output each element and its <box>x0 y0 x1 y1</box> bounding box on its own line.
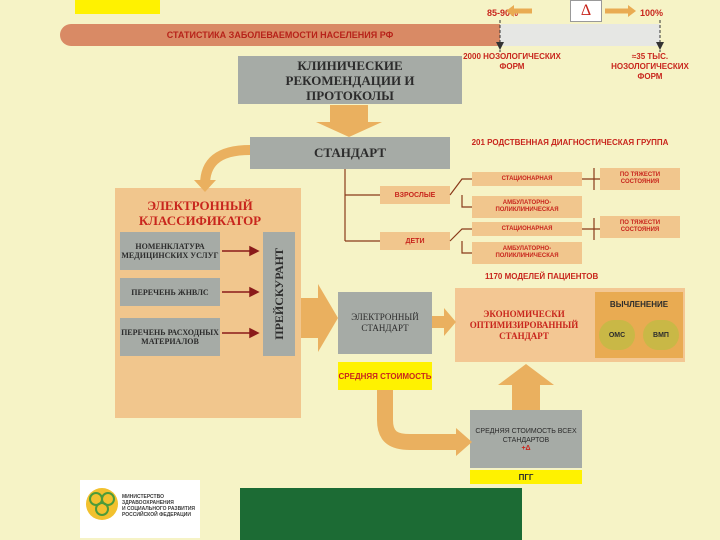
electronic-standard-box: ЭЛЕКТРОННЫЙ СТАНДАРТ <box>338 292 432 354</box>
forms-left: 2000 НОЗОЛОГИЧЕСКИХ ФОРМ <box>463 52 561 71</box>
arrow-clinical-to-standard <box>316 105 382 137</box>
banner-text: СТАТИСТИКА ЗАБОЛЕВАЕМОСТИ НАСЕЛЕНИЯ РФ <box>166 30 394 40</box>
severity-bottom-label: ПО ТЯЖЕСТИ СОСТОЯНИЯ <box>619 220 661 233</box>
standard-label: СТАНДАРТ <box>313 145 386 160</box>
child-outpatient-label: АМБУЛАТОРНО-ПОЛИКЛИНИЧЕСКАЯ <box>495 246 559 259</box>
forms-right: ≈35 ТЫС. НОЗОЛОГИЧЕСКИХ ФОРМ <box>611 52 689 81</box>
severity-top-box: ПО ТЯЖЕСТИ СОСТОЯНИЯ <box>600 168 680 190</box>
economic-panel: ЭКОНОМИЧЕСКИ ОПТИМИЗИРОВАННЫЙ СТАНДАРТ В… <box>455 288 685 362</box>
adults-box: ВЗРОСЛЫЕ <box>380 186 450 204</box>
delta-plus-label: +Δ <box>521 444 531 452</box>
economic-standard-label: ЭКОНОМИЧЕСКИ ОПТИМИЗИРОВАННЫЙ СТАНДАРТ <box>469 308 579 341</box>
classifier-item-materials-label: ПЕРЕЧЕНЬ РАСХОДНЫХ МАТЕРИАЛОВ <box>121 328 219 346</box>
electronic-standard-label: ЭЛЕКТРОННЫЙ СТАНДАРТ <box>351 312 419 333</box>
pgg-box: ПГГ <box>470 470 582 484</box>
children-branch <box>449 228 472 254</box>
child-inpatient-box: СТАЦИОНАРНАЯ <box>472 222 582 236</box>
classifier-item-nomenclature: НОМЕНКЛАТУРА МЕДИЦИНСКИХ УСЛУГ <box>120 232 220 270</box>
adult-outpatient-label: АМБУЛАТОРНО-ПОЛИКЛИНИЧЕСКАЯ <box>495 200 559 213</box>
percent-left: 85-90% <box>487 8 519 18</box>
green-block <box>240 488 522 540</box>
ministry-logo: МИНИСТЕРСТВО ЗДРАВООХРАНЕНИЯ И СОЦИАЛЬНО… <box>80 480 200 538</box>
children-label: ДЕТИ <box>405 237 425 245</box>
classifier-item-drugs-label: ПЕРЕЧЕНЬ ЖНВЛС <box>131 287 209 297</box>
severity-top-brace <box>582 168 600 190</box>
classifier-item-drugs: ПЕРЕЧЕНЬ ЖНВЛС <box>120 278 220 306</box>
allocation-box: ВЫЧЛЕНЕНИЕ ОМС ВМП <box>595 292 683 358</box>
ministry-emblem-icon <box>86 488 118 520</box>
severity-bottom-brace <box>582 218 600 240</box>
ministry-line-2: ЗДРАВООХРАНЕНИЯ <box>122 500 174 506</box>
banner-extension <box>500 24 660 46</box>
statistics-banner: СТАТИСТИКА ЗАБОЛЕВАЕМОСТИ НАСЕЛЕНИЯ РФ <box>60 24 500 46</box>
classifier-title: ЭЛЕКТРОННЫЙ КЛАССИФИКАТОР <box>138 198 262 228</box>
children-box: ДЕТИ <box>380 232 450 250</box>
patient-models-label: 1170 МОДЕЛЕЙ ПАЦИЕНТОВ <box>485 272 599 281</box>
oms-circle: ОМС <box>599 320 635 350</box>
adults-label: ВЗРОСЛЫЕ <box>394 191 436 199</box>
average-cost-label: СРЕДНЯЯ СТОИМОСТЬ <box>338 371 432 381</box>
clinical-recommendations-box: КЛИНИЧЕСКИЕ РЕКОМЕНДАЦИИ И ПРОТОКОЛЫ <box>238 56 462 104</box>
clinical-recommendations-label: КЛИНИЧЕСКИЕ РЕКОМЕНДАЦИИ И ПРОТОКОЛЫ <box>285 57 415 103</box>
delta-box: Δ <box>570 0 602 22</box>
arrow-average-all-to-economic <box>498 364 554 410</box>
top-yellow-block <box>75 0 160 14</box>
ministry-line-1: МИНИСТЕРСТВО <box>122 494 164 500</box>
diagnostic-group-label: 201 РОДСТВЕННАЯ ДИАГНОСТИЧЕСКАЯ ГРУППА <box>471 138 669 147</box>
average-all-box: СРЕДНЯЯ СТОИМОСТЬ ВСЕХ СТАНДАРТОВ +Δ <box>470 410 582 468</box>
classifier-item-nomenclature-label: НОМЕНКЛАТУРА МЕДИЦИНСКИХ УСЛУГ <box>121 242 219 260</box>
child-outpatient-box: АМБУЛАТОРНО-ПОЛИКЛИНИЧЕСКАЯ <box>472 242 582 264</box>
adult-outpatient-box: АМБУЛАТОРНО-ПОЛИКЛИНИЧЕСКАЯ <box>472 196 582 218</box>
electronic-classifier-panel: ЭЛЕКТРОННЫЙ КЛАССИФИКАТОР НОМЕНКЛАТУРА М… <box>115 188 301 418</box>
delta-symbol: Δ <box>580 2 592 19</box>
pgg-label: ПГГ <box>518 472 534 482</box>
vmp-circle: ВМП <box>643 320 679 350</box>
ministry-text: МИНИСТЕРСТВО ЗДРАВООХРАНЕНИЯ И СОЦИАЛЬНО… <box>122 494 200 518</box>
arrow-standard-to-classifier <box>200 145 251 186</box>
oms-label: ОМС <box>608 331 626 339</box>
ministry-line-3: И СОЦИАЛЬНОГО РАЗВИТИЯ <box>122 506 196 512</box>
arrowhead-right <box>628 5 636 17</box>
child-inpatient-label: СТАЦИОНАРНАЯ <box>501 226 553 232</box>
economic-standard-box: ЭКОНОМИЧЕСКИ ОПТИМИЗИРОВАННЫЙ СТАНДАРТ <box>459 292 589 358</box>
price-list-label: ПРЕЙСКУРАНТ <box>271 248 286 340</box>
vmp-label: ВМП <box>653 331 669 339</box>
percent-right: 100% <box>640 8 664 18</box>
adult-inpatient-box: СТАЦИОНАРНАЯ <box>472 172 582 186</box>
adult-inpatient-label: СТАЦИОНАРНАЯ <box>501 176 553 182</box>
price-list-box: ПРЕЙСКУРАНТ <box>263 232 295 356</box>
average-all-label: СРЕДНЯЯ СТОИМОСТЬ ВСЕХ СТАНДАРТОВ <box>475 427 577 444</box>
ministry-line-4: РОССИЙСКОЙ ФЕДЕРАЦИИ <box>122 512 191 518</box>
classifier-item-materials: ПЕРЕЧЕНЬ РАСХОДНЫХ МАТЕРИАЛОВ <box>120 318 220 356</box>
average-cost-box: СРЕДНЯЯ СТОИМОСТЬ <box>338 362 432 390</box>
arrow-cost-to-average-all <box>377 390 460 450</box>
standard-box: СТАНДАРТ <box>250 137 450 169</box>
allocation-title: ВЫЧЛЕНЕНИЕ <box>609 300 669 309</box>
severity-bottom-box: ПО ТЯЖЕСТИ СОСТОЯНИЯ <box>600 216 680 238</box>
arrow-estandard-to-economic <box>432 308 456 336</box>
severity-top-label: ПО ТЯЖЕСТИ СОСТОЯНИЯ <box>619 172 661 185</box>
adults-branch <box>449 178 472 208</box>
arrow-classifier-to-estandard <box>301 284 338 352</box>
